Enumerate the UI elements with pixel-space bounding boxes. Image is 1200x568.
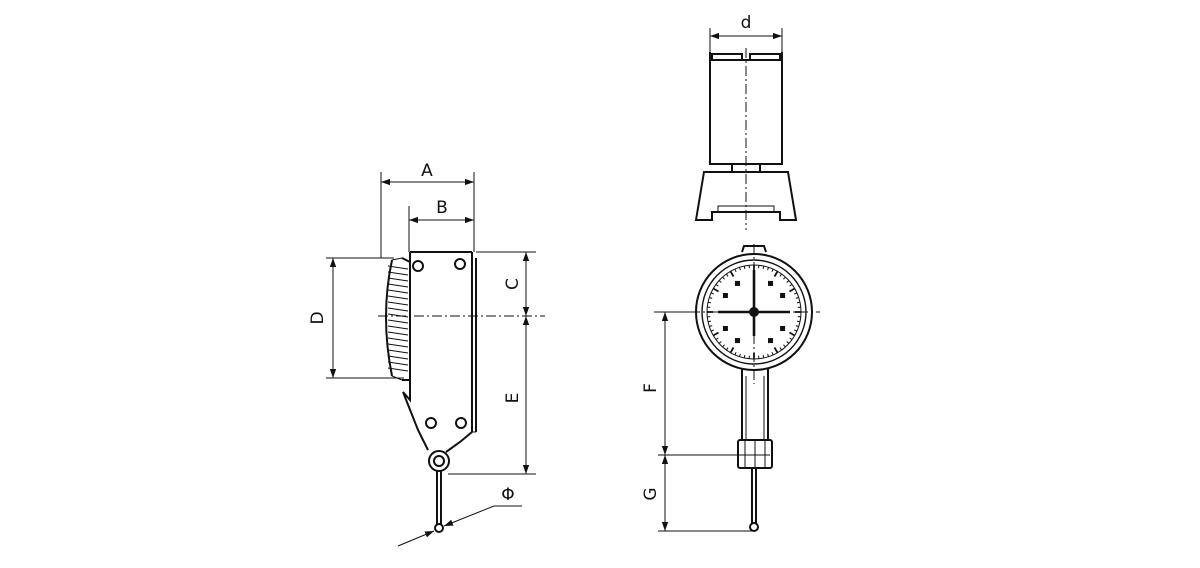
dimension-c-e: C E (448, 251, 536, 475)
label-e: E (503, 393, 523, 404)
label-b: B (436, 198, 448, 218)
screw-icon (425, 417, 437, 429)
stem (737, 369, 773, 532)
contact-ball-icon (434, 523, 444, 533)
dimension-a: A (380, 161, 475, 258)
dial-gauge (654, 244, 820, 384)
front-view: d (641, 13, 820, 532)
dimension-f-g: F G (641, 311, 770, 532)
knurled-wheel (385, 257, 411, 381)
dimension-d: D (308, 257, 404, 379)
indicator-body (402, 251, 477, 533)
dimension-d-small: d (709, 13, 783, 52)
screw-icon (412, 260, 424, 272)
dimension-b: B (408, 198, 474, 252)
label-a: A (421, 161, 433, 181)
label-g: G (641, 487, 661, 500)
label-f: F (641, 383, 661, 393)
label-phi: Φ (501, 485, 514, 505)
screw-icon (454, 258, 466, 270)
label-d: D (308, 311, 328, 324)
label-d-lower: d (741, 13, 752, 33)
side-view: A B D C E Φ (308, 161, 545, 547)
pivot-icon (428, 450, 450, 472)
dimension-phi: Φ (397, 485, 522, 547)
label-c: C (503, 278, 523, 290)
screw-icon (455, 417, 467, 429)
contact-ball-icon (749, 522, 759, 532)
